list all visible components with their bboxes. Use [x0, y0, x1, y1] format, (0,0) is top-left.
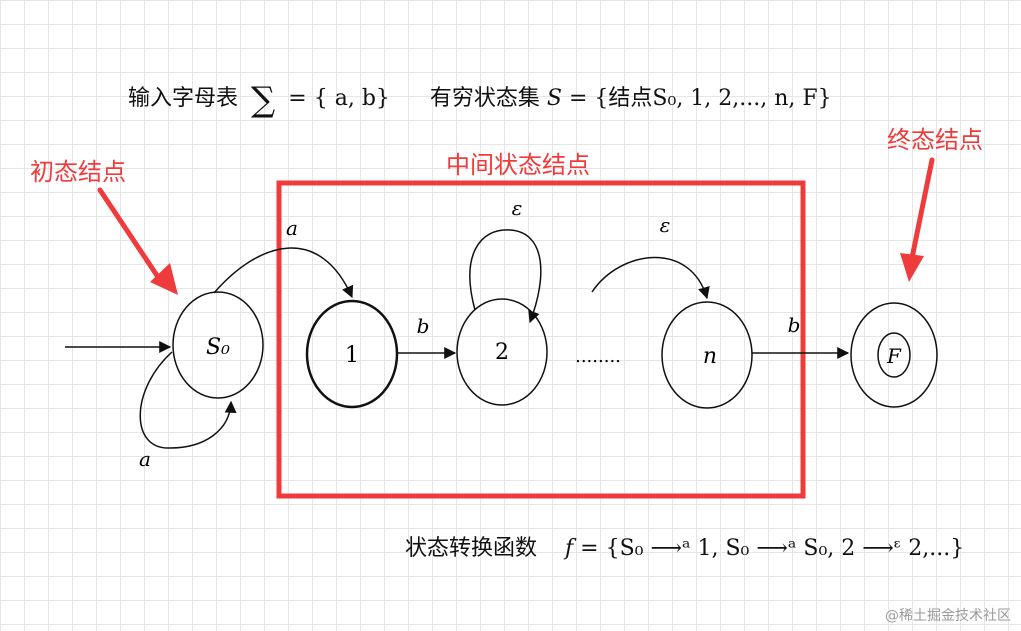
node-final-outer [850, 302, 938, 408]
node-1-label: 1 [345, 343, 359, 368]
transition-func: f [565, 536, 574, 561]
edge-s0-self-label: a [139, 447, 151, 471]
node-s0-label: S₀ [206, 335, 230, 360]
transition-function: 状态转换函数 f = {S₀ ⟶ᵃ 1, S₀ ⟶ᵃ S₀, 2 ⟶ᵋ 2,..… [405, 530, 964, 562]
edge-to-n [591, 256, 710, 300]
red-pointer-final [900, 157, 935, 282]
transition-body: = {S₀ ⟶ᵃ 1, S₀ ⟶ᵃ S₀, 2 ⟶ᵋ 2,...} [580, 536, 965, 561]
edge-s0-self [139, 351, 237, 449]
initial-node-label: 初态结点 [30, 158, 126, 186]
final-node-label: 终态结点 [887, 126, 983, 154]
states-set: = {结点S₀, 1, 2,..., n, F} [569, 86, 832, 111]
edge-2-self-label: ε [512, 196, 523, 220]
edge-to-n-label: ε [660, 213, 671, 237]
node-final-inner [877, 332, 911, 378]
watermark: @稀土掘金技术社区 [885, 608, 1011, 624]
node-s0 [172, 291, 264, 399]
node-1 [305, 299, 399, 409]
node-n-label: n [703, 344, 717, 369]
node-2-label: 2 [495, 340, 509, 365]
alphabet-prefix: 输入字母表 [128, 86, 239, 111]
edge-s0-to-1 [213, 247, 354, 299]
node-2 [456, 298, 548, 406]
states-var: S [546, 86, 562, 111]
states-prefix: 有穷状态集 [429, 86, 540, 111]
alphabet-statement: 输入字母表 ∑ = { a, b} 有穷状态集 S = {结点S₀, 1, 2,… [128, 80, 832, 120]
ellipsis: ........ [575, 346, 621, 367]
sigma-symbol: ∑ [251, 80, 276, 120]
edge-s0-to-1-label: a [286, 216, 298, 240]
transition-prefix: 状态转换函数 [405, 536, 538, 561]
edge-2-self [469, 229, 542, 324]
edge-1-to-2-label: b [417, 314, 430, 338]
edge-n-to-f-label: b [788, 313, 801, 337]
node-final-label: F [886, 344, 902, 368]
middle-nodes-label: 中间状态结点 [446, 151, 590, 179]
node-n [661, 301, 753, 409]
middle-states-box [276, 180, 806, 499]
alphabet-set: = { a, b} [288, 86, 390, 111]
red-pointer-initial [97, 187, 178, 295]
